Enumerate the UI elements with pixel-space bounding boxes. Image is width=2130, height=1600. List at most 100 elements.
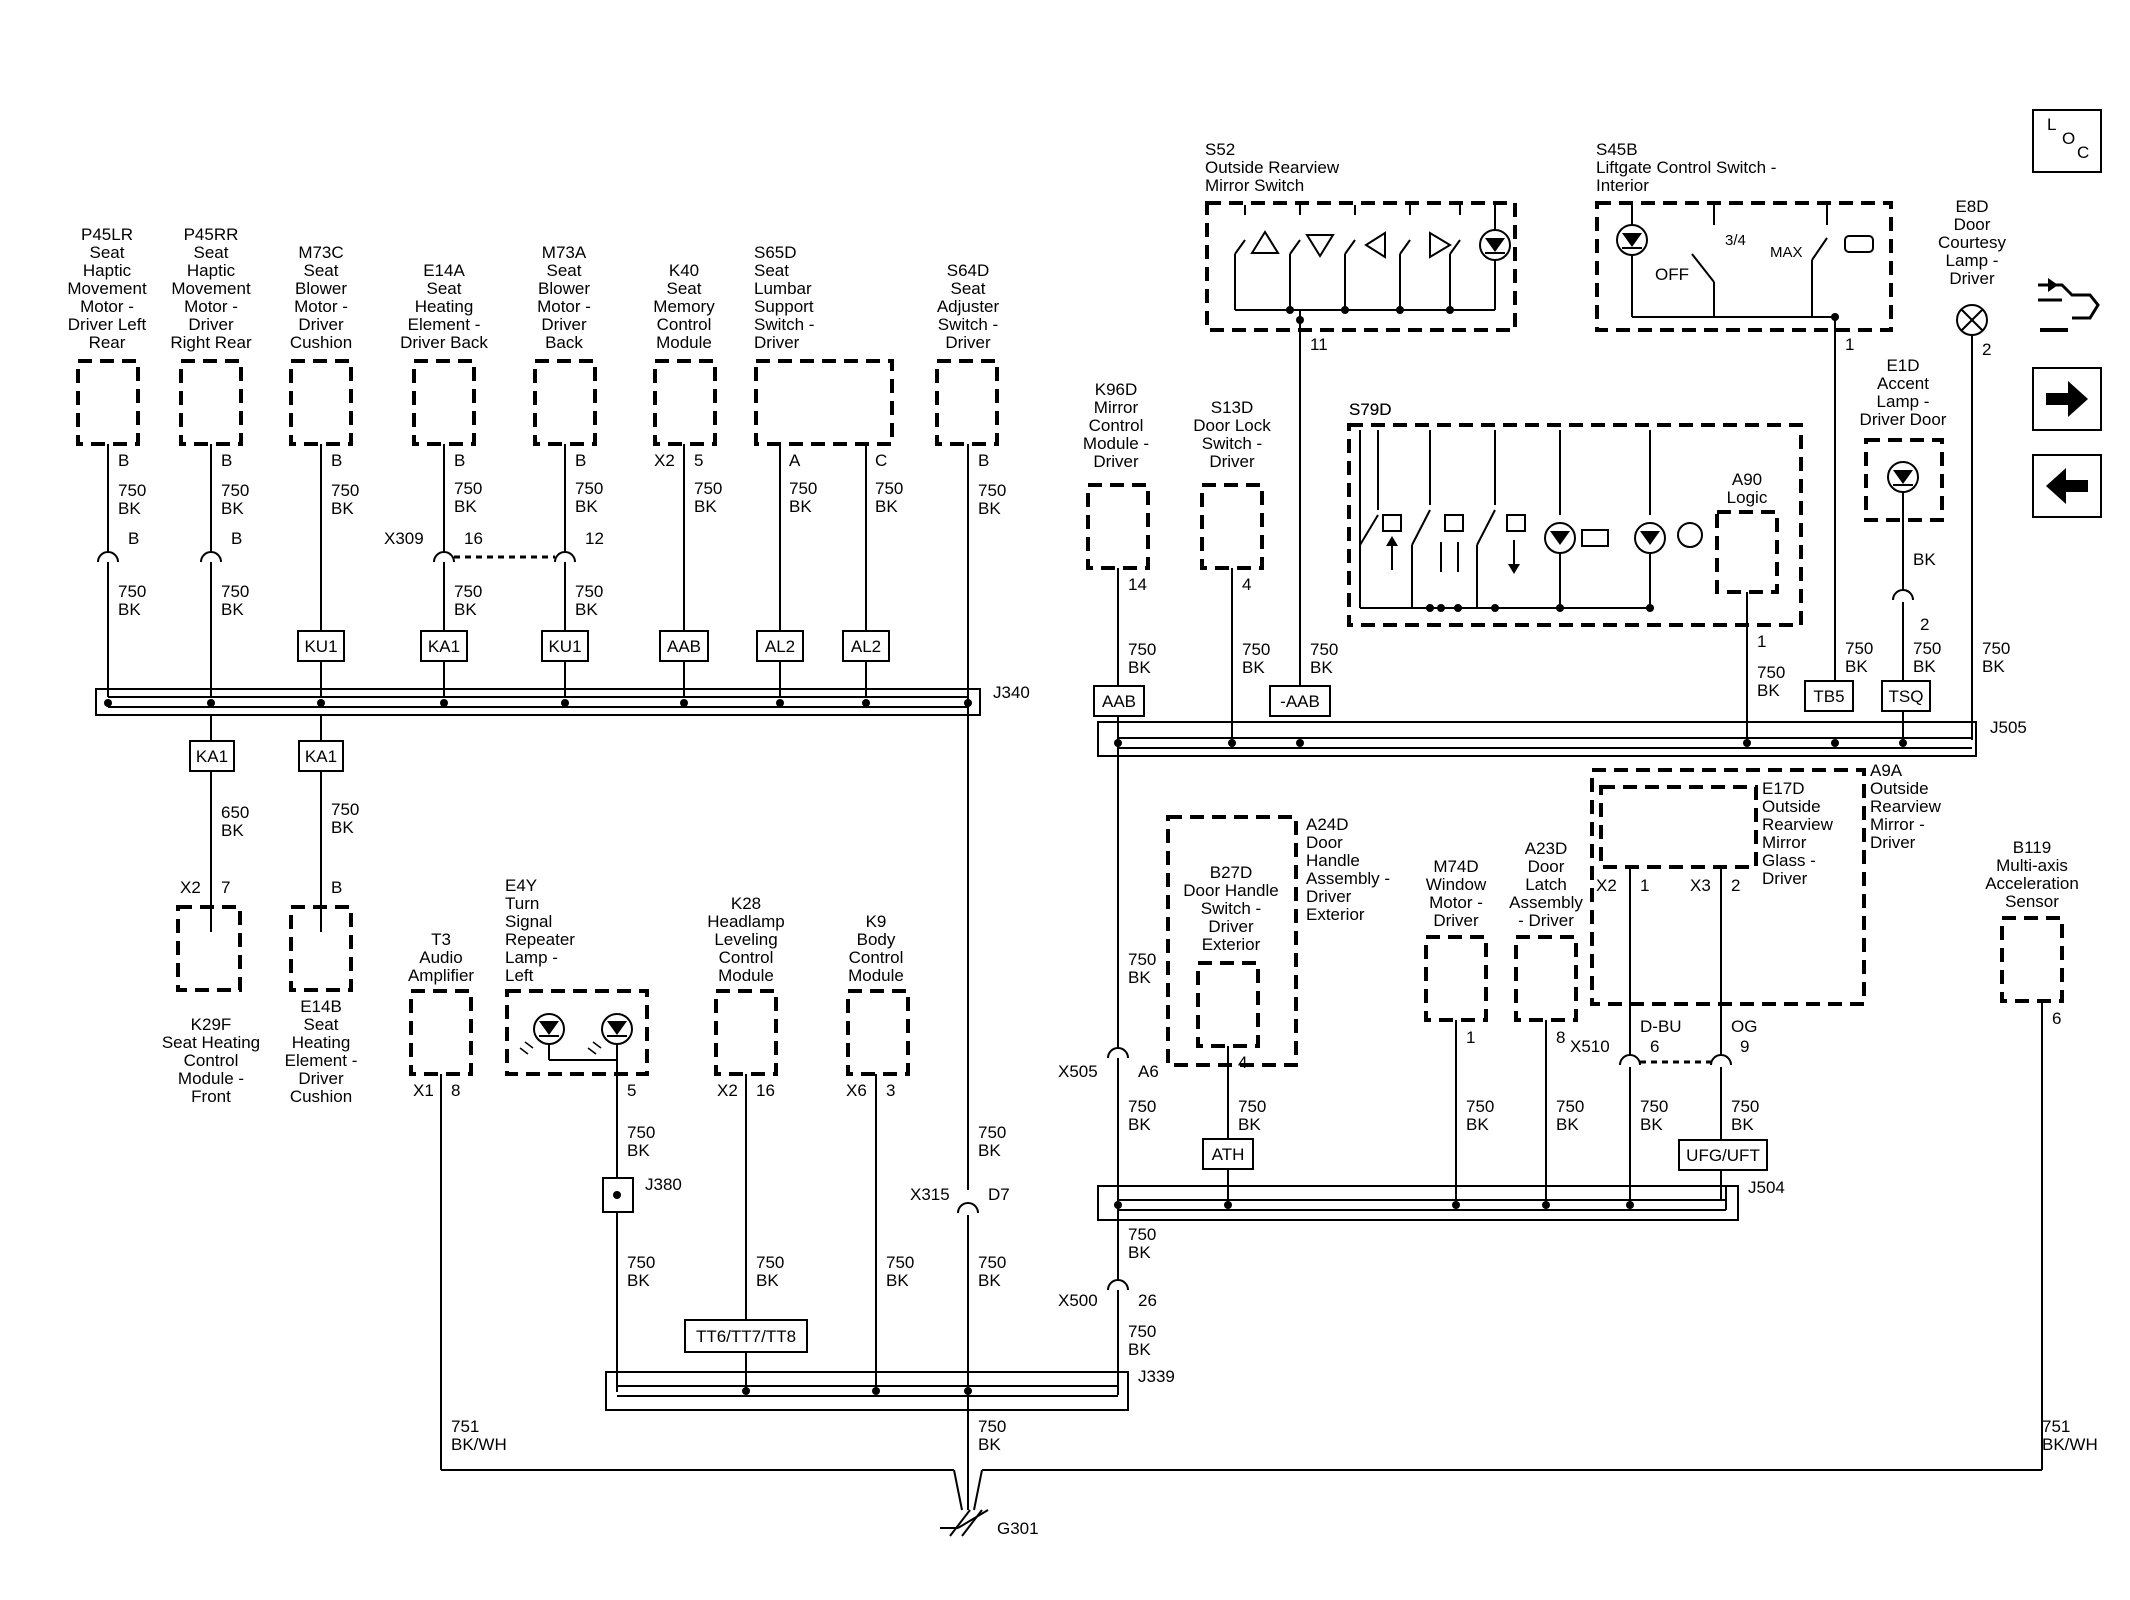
svg-text:4: 4 (1238, 1053, 1247, 1072)
svg-text:L: L (2047, 115, 2056, 134)
next-page-icon[interactable] (2032, 367, 2102, 431)
svg-text:3/4: 3/4 (1725, 232, 1746, 249)
svg-text:KU1: KU1 (304, 637, 337, 656)
svg-text:ATH: ATH (1212, 1145, 1245, 1164)
svg-text:2: 2 (1982, 340, 1991, 359)
connector-view-icon[interactable] (2038, 278, 2100, 332)
loc-button[interactable]: L O C (2032, 109, 2102, 173)
svg-text:BK: BK (886, 1271, 909, 1290)
svg-text:AAB: AAB (667, 637, 701, 656)
svg-text:750: 750 (1556, 1097, 1584, 1116)
svg-text:BK: BK (1128, 1340, 1151, 1359)
splice-boxes-top-left: KU1 KA1 KU1 AAB AL2 AL2 (297, 630, 890, 662)
svg-text:750: 750 (1913, 639, 1941, 658)
splice-pack-j339: J339 (605, 1367, 1175, 1411)
svg-text:J505: J505 (1990, 718, 2027, 737)
svg-text:B: B (128, 529, 139, 548)
svg-text:OFF: OFF (1655, 265, 1689, 284)
svg-text:BK: BK (1128, 968, 1151, 987)
svg-text:J340: J340 (993, 683, 1030, 702)
svg-text:X510: X510 (1570, 1037, 1610, 1056)
svg-text:KA1: KA1 (305, 747, 337, 766)
svg-text:16: 16 (464, 529, 483, 548)
svg-text:D7: D7 (988, 1185, 1010, 1204)
svg-text:750: 750 (627, 1253, 655, 1272)
svg-text:BK: BK (331, 499, 354, 518)
svg-text:KA1: KA1 (428, 637, 460, 656)
svg-text:B: B (331, 878, 342, 897)
svg-text:B: B (978, 451, 989, 470)
svg-text:750: 750 (1982, 639, 2010, 658)
svg-text:BK/WH: BK/WH (451, 1435, 507, 1454)
splice-pack-j504: J504 (1097, 1178, 1785, 1221)
svg-text:26: 26 (1138, 1291, 1157, 1310)
svg-text:BK: BK (454, 600, 477, 619)
svg-text:BK: BK (1845, 657, 1868, 676)
svg-text:750: 750 (331, 800, 359, 819)
svg-text:TSQ: TSQ (1889, 687, 1924, 706)
svg-text:TB5: TB5 (1813, 687, 1844, 706)
svg-text:X2: X2 (180, 878, 201, 897)
svg-text:750: 750 (886, 1253, 914, 1272)
svg-text:X2: X2 (717, 1081, 738, 1100)
svg-text:6: 6 (2052, 1009, 2061, 1028)
svg-text:-AAB: -AAB (1280, 692, 1320, 711)
svg-text:750: 750 (118, 481, 146, 500)
svg-text:750: 750 (221, 582, 249, 601)
svg-text:BK: BK (221, 499, 244, 518)
svg-text:750: 750 (978, 481, 1006, 500)
svg-text:BK: BK (978, 1141, 1001, 1160)
component-boxes-top-left (76, 359, 999, 446)
svg-text:750: 750 (875, 479, 903, 498)
pin-labels-top-left: B B B B B X2 5 A C B B B X309 16 12 (118, 451, 989, 548)
svg-text:A6: A6 (1138, 1062, 1159, 1081)
svg-text:BK: BK (1913, 550, 1936, 569)
previous-page-icon[interactable] (2032, 454, 2102, 518)
svg-text:1: 1 (1845, 335, 1854, 354)
svg-text:750: 750 (1310, 640, 1338, 659)
svg-text:14: 14 (1128, 575, 1147, 594)
svg-text:750: 750 (756, 1253, 784, 1272)
svg-text:750: 750 (454, 582, 482, 601)
nav-icons: L O C (2032, 109, 2102, 518)
svg-text:12: 12 (585, 529, 604, 548)
svg-text:AL2: AL2 (765, 637, 795, 656)
svg-text:BK: BK (1640, 1115, 1663, 1134)
svg-text:S79D: S79D (1349, 400, 1392, 419)
svg-text:750: 750 (118, 582, 146, 601)
svg-text:8: 8 (1556, 1028, 1565, 1047)
svg-text:X6: X6 (846, 1081, 867, 1100)
svg-text:16: 16 (756, 1081, 775, 1100)
svg-text:750: 750 (1242, 640, 1270, 659)
svg-text:BK: BK (221, 821, 244, 840)
svg-text:B: B (575, 451, 586, 470)
svg-text:TT6/TT7/TT8: TT6/TT7/TT8 (696, 1327, 796, 1346)
svg-text:750: 750 (1731, 1097, 1759, 1116)
svg-text:2: 2 (1731, 876, 1740, 895)
svg-text:BK/WH: BK/WH (2042, 1435, 2098, 1454)
svg-text:750: 750 (1128, 1225, 1156, 1244)
